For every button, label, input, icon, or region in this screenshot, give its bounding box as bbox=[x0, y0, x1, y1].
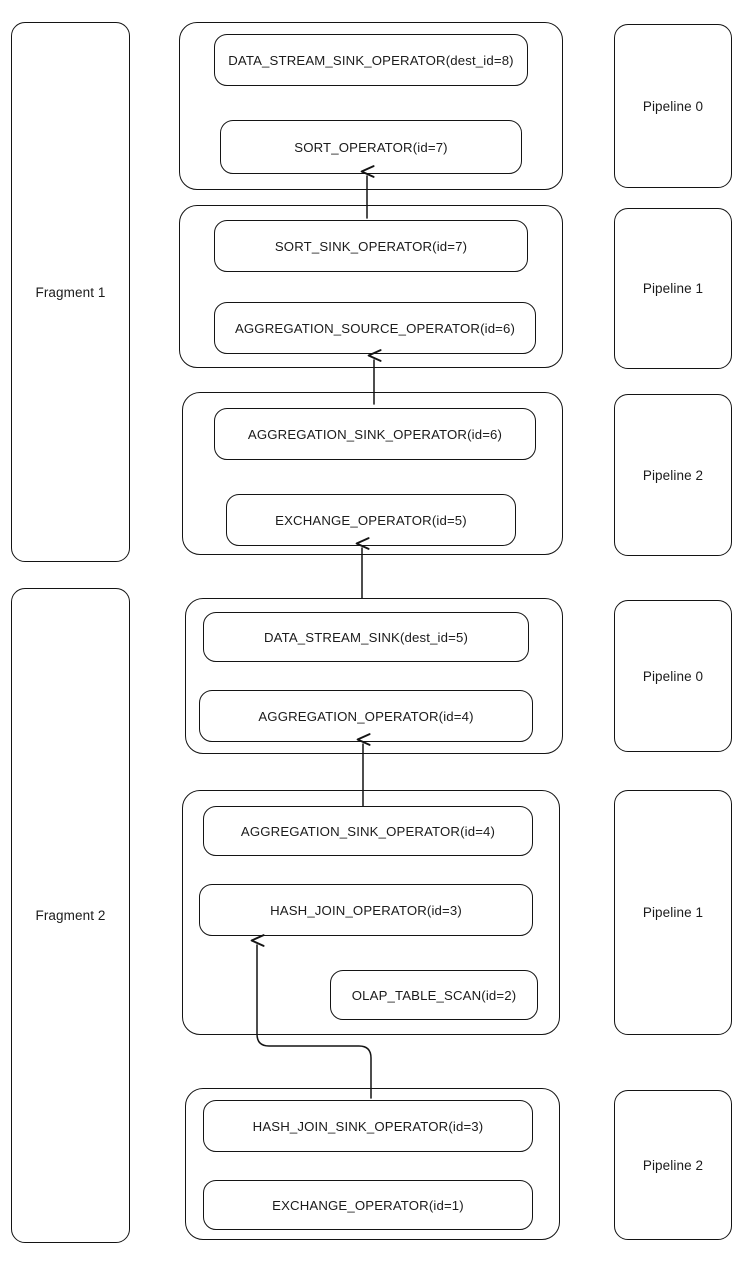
pipeline-label: Pipeline 0 bbox=[642, 668, 704, 684]
pipeline-group-fragment2-pipeline2[interactable] bbox=[185, 1088, 560, 1240]
operator-node[interactable]: DATA_STREAM_SINK_OPERATOR(dest_id=8) bbox=[214, 34, 528, 86]
operator-node[interactable]: AGGREGATION_SINK_OPERATOR(id=6) bbox=[214, 408, 536, 460]
operator-label: SORT_OPERATOR(id=7) bbox=[294, 139, 448, 155]
pipeline-group-fragment2-pipeline0[interactable] bbox=[185, 598, 563, 754]
operator-node[interactable]: AGGREGATION_SINK_OPERATOR(id=4) bbox=[203, 806, 533, 856]
pipeline-box[interactable]: Pipeline 0 bbox=[614, 24, 732, 188]
pipeline-box[interactable]: Pipeline 1 bbox=[614, 790, 732, 1035]
operator-label: EXCHANGE_OPERATOR(id=5) bbox=[275, 512, 467, 528]
operator-node[interactable]: SORT_OPERATOR(id=7) bbox=[220, 120, 522, 174]
pipeline-box[interactable]: Pipeline 2 bbox=[614, 394, 732, 556]
operator-node[interactable]: EXCHANGE_OPERATOR(id=1) bbox=[203, 1180, 533, 1230]
operator-label: SORT_SINK_OPERATOR(id=7) bbox=[274, 238, 468, 254]
pipeline-label: Pipeline 1 bbox=[642, 281, 704, 296]
operator-label: OLAP_TABLE_SCAN(id=2) bbox=[351, 987, 517, 1003]
operator-node[interactable]: HASH_JOIN_OPERATOR(id=3) bbox=[199, 884, 533, 936]
operator-node[interactable]: OLAP_TABLE_SCAN(id=2) bbox=[330, 970, 538, 1020]
operator-label: AGGREGATION_SINK_OPERATOR(id=4) bbox=[240, 823, 496, 839]
operator-node[interactable]: AGGREGATION_SOURCE_OPERATOR(id=6) bbox=[214, 302, 536, 354]
operator-label: HASH_JOIN_SINK_OPERATOR(id=3) bbox=[252, 1118, 484, 1134]
operator-label: AGGREGATION_SINK_OPERATOR(id=6) bbox=[247, 426, 503, 442]
pipeline-group-fragment1-pipeline1[interactable] bbox=[179, 205, 563, 368]
pipeline-label: Pipeline 2 bbox=[642, 467, 704, 483]
operator-label: AGGREGATION_OPERATOR(id=4) bbox=[258, 708, 474, 724]
operator-node[interactable]: DATA_STREAM_SINK(dest_id=5) bbox=[203, 612, 529, 662]
operator-label: HASH_JOIN_OPERATOR(id=3) bbox=[270, 902, 462, 918]
fragment-box[interactable]: Fragment 1 bbox=[11, 22, 130, 562]
fragment-label: Fragment 1 bbox=[35, 284, 106, 300]
pipeline-label: Pipeline 2 bbox=[642, 1157, 704, 1173]
operator-node[interactable]: EXCHANGE_OPERATOR(id=5) bbox=[226, 494, 516, 546]
fragment-label: Fragment 2 bbox=[35, 908, 106, 923]
pipeline-box[interactable]: Pipeline 2 bbox=[614, 1090, 732, 1240]
operator-label: EXCHANGE_OPERATOR(id=1) bbox=[272, 1197, 464, 1213]
pipeline-box[interactable]: Pipeline 0 bbox=[614, 600, 732, 752]
pipeline-label: Pipeline 1 bbox=[642, 905, 704, 920]
operator-node[interactable]: AGGREGATION_OPERATOR(id=4) bbox=[199, 690, 533, 742]
operator-node[interactable]: HASH_JOIN_SINK_OPERATOR(id=3) bbox=[203, 1100, 533, 1152]
pipeline-box[interactable]: Pipeline 1 bbox=[614, 208, 732, 369]
fragment-box[interactable]: Fragment 2 bbox=[11, 588, 130, 1243]
operator-label: DATA_STREAM_SINK_OPERATOR(dest_id=8) bbox=[228, 52, 514, 68]
operator-label: DATA_STREAM_SINK(dest_id=5) bbox=[263, 629, 468, 645]
pipeline-label: Pipeline 0 bbox=[642, 98, 704, 114]
operator-node[interactable]: SORT_SINK_OPERATOR(id=7) bbox=[214, 220, 528, 272]
pipeline-group-fragment1-pipeline2[interactable] bbox=[182, 392, 563, 555]
pipeline-group-fragment1-pipeline0[interactable] bbox=[179, 22, 563, 190]
operator-label: AGGREGATION_SOURCE_OPERATOR(id=6) bbox=[234, 320, 516, 336]
